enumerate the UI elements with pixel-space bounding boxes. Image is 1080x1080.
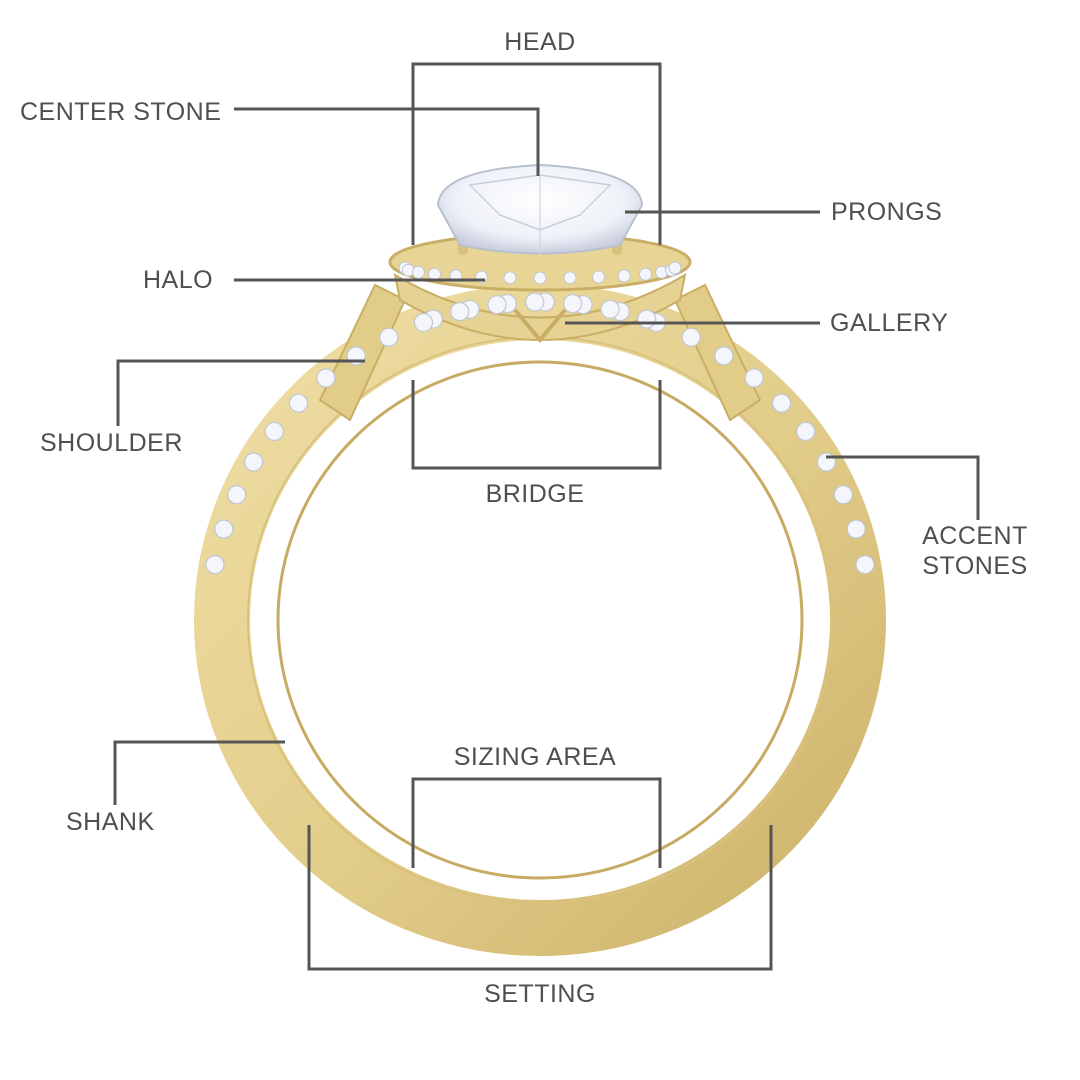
accent-stones-label-line1: ACCENT — [922, 522, 1028, 550]
accent-stone — [288, 393, 309, 413]
halo-stone — [668, 261, 682, 275]
halo-stone — [533, 271, 547, 285]
accent-stone — [487, 295, 507, 315]
center-stone-diamond — [436, 163, 644, 255]
halo-stone — [503, 271, 517, 285]
bridge-bracket-line — [411, 380, 662, 470]
center-stone-label: CENTER STONE — [20, 98, 222, 126]
accent-stone — [681, 327, 701, 347]
accent-stone — [771, 393, 792, 413]
halo-stone — [563, 271, 577, 285]
accent-stone — [525, 292, 545, 312]
accent-stone — [846, 519, 866, 539]
accent-stone — [316, 368, 336, 388]
setting-bracket-line — [307, 825, 773, 971]
head-bracket-line — [411, 62, 662, 245]
accent-stones-label-line2: STONES — [922, 552, 1028, 580]
head-label: HEAD — [504, 28, 576, 56]
accent-stone — [833, 485, 853, 505]
accent-stone — [205, 554, 225, 575]
accent-stone — [379, 327, 399, 347]
accent-stone — [600, 299, 620, 319]
halo-label: HALO — [143, 266, 214, 294]
bridge-label: BRIDGE — [485, 480, 585, 508]
halo-stone — [639, 267, 652, 281]
shoulder-label: SHOULDER — [40, 429, 183, 457]
sizing-area-bracket-line — [411, 777, 662, 868]
leader-lines — [113, 62, 980, 971]
accent-stone — [227, 485, 247, 505]
gallery-label: GALLERY — [830, 309, 949, 337]
accent-stone — [744, 368, 764, 388]
shoulder-leader — [116, 359, 365, 426]
accent-stone — [796, 421, 816, 441]
shank-label: SHANK — [66, 808, 155, 836]
center-stone-leader — [234, 107, 540, 176]
accent-stones-row — [205, 292, 875, 575]
accent-stone — [637, 309, 657, 329]
halo-stone — [592, 270, 606, 284]
accent-stones-leader — [826, 455, 980, 520]
accent-stone — [714, 346, 734, 366]
prongs-label: PRONGS — [831, 198, 943, 226]
accent-stone — [450, 302, 470, 322]
ring-shank — [194, 284, 886, 956]
accent-stone — [244, 452, 264, 472]
sizing-area-label: SIZING AREA — [453, 743, 617, 771]
accent-stone — [563, 294, 583, 314]
accent-stone — [264, 421, 284, 441]
accent-stone — [214, 519, 234, 539]
halo-stone — [411, 265, 425, 279]
accent-stone — [855, 554, 875, 575]
accent-stone — [413, 312, 434, 333]
halo-stone — [617, 269, 631, 283]
setting-label: SETTING — [484, 980, 596, 1008]
shank-leader — [113, 740, 285, 805]
halo-stone — [428, 267, 441, 281]
